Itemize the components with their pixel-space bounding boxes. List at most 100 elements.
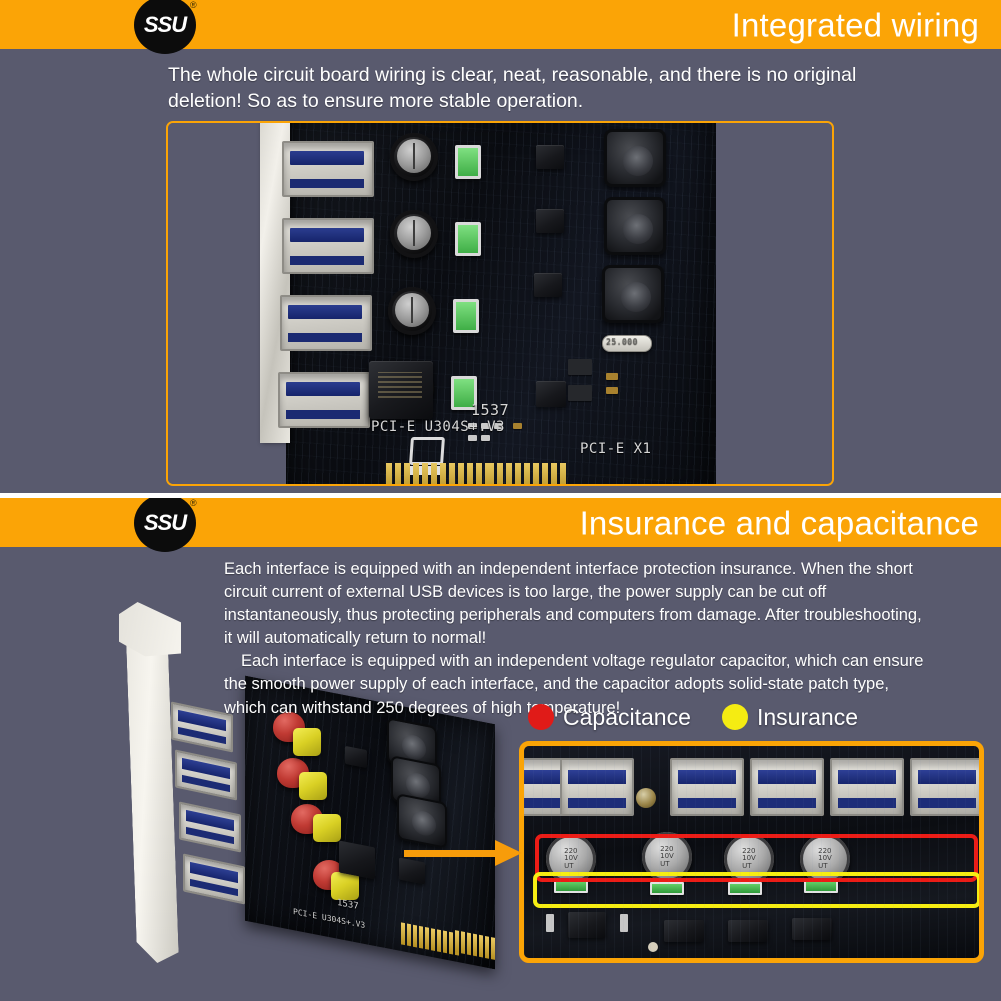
resettable-fuse <box>455 222 481 256</box>
smd-component <box>620 914 628 932</box>
small-ic <box>533 142 567 172</box>
usb-host-controller-ic <box>369 361 433 419</box>
protection-fuse <box>299 772 327 800</box>
protection-fuse <box>728 882 762 895</box>
usb-port <box>910 758 979 816</box>
integrated-wiring-description: The whole circuit board wiring is clear,… <box>168 64 857 113</box>
registered-trademark-icon: ® <box>190 0 197 10</box>
smd-component <box>513 423 522 429</box>
board-model-silkscreen: PCI-E U304S+.V3 <box>371 419 505 435</box>
smd-component <box>606 373 618 380</box>
registered-trademark-icon: ® <box>190 498 197 508</box>
logo-wordmark: SSU <box>143 509 187 535</box>
smd-component <box>468 435 477 441</box>
protection-fuse <box>554 880 588 893</box>
protection-fuse <box>804 880 838 893</box>
smd-component <box>606 387 618 394</box>
pcb-top-view-illustration: 25.000 <box>168 123 832 484</box>
section-title-integrated-wiring: Integrated wiring <box>731 6 979 43</box>
smd-component <box>481 423 490 429</box>
logo-ellipse-icon <box>134 0 196 54</box>
insurance-capacitance-description: Each interface is equipped with an indep… <box>224 558 924 720</box>
small-ic <box>531 270 565 300</box>
io-bracket <box>125 606 179 967</box>
protection-fuse <box>650 882 684 895</box>
usb-port <box>670 758 744 816</box>
legend-item-capacitance: Capacitance <box>528 704 691 730</box>
electrolytic-capacitor <box>388 287 436 335</box>
section-banner-integrated-wiring: SSU ® Integrated wiring <box>0 0 1001 54</box>
usb-port <box>524 758 584 816</box>
angled-card-photo: 1537 PCI-E U304S+.V3 Angled view of the … <box>115 608 505 978</box>
insurance-highlight-box <box>533 872 979 908</box>
legend-item-insurance: Insurance <box>722 704 858 730</box>
logo-wordmark: SSU <box>143 11 187 37</box>
small-ic <box>533 206 567 236</box>
integrated-wiring-photo: 25.000 <box>166 121 834 486</box>
small-ic <box>664 920 704 942</box>
board-batch-code: 1537 <box>471 401 510 419</box>
section-banner-insurance-and-capacitance: SSU ® Insurance and capacitance <box>0 498 1001 552</box>
pcie-edge-connector <box>488 463 566 484</box>
red-dot-icon <box>528 704 554 730</box>
power-inductor <box>602 265 664 323</box>
protection-fuse <box>313 814 341 842</box>
usb-port <box>282 141 374 197</box>
power-inductor <box>604 197 666 255</box>
yellow-dot-icon <box>722 704 748 730</box>
usb-port <box>183 853 245 905</box>
smd-component <box>481 435 490 441</box>
mounting-screw <box>636 788 656 808</box>
usb-port <box>830 758 904 816</box>
smd-component <box>568 385 592 401</box>
pointer-arrow-icon <box>404 840 522 866</box>
resettable-fuse <box>451 376 477 410</box>
usb-host-controller-ic <box>339 840 375 880</box>
usb-port <box>280 295 372 351</box>
legend-label-insurance: Insurance <box>757 703 859 730</box>
resettable-fuse <box>453 299 479 333</box>
small-ic <box>792 918 832 940</box>
smd-component <box>648 942 658 952</box>
pcie-edge-connector <box>386 463 491 484</box>
logo-ellipse-icon <box>134 498 196 552</box>
capacitance-highlight-box <box>535 834 978 882</box>
insurance-paragraph-1: Each interface is equipped with an indep… <box>224 560 922 648</box>
smd-component <box>468 423 477 429</box>
smd-component <box>568 359 592 375</box>
section-integrated-wiring: SSU ® Integrated wiring The whole circui… <box>0 0 1001 493</box>
legend-label-capacitance: Capacitance <box>563 703 691 730</box>
crystal-marking: 25.000 <box>606 337 638 346</box>
ssu-logo: SSU ® <box>134 0 206 54</box>
usb-port <box>278 372 370 428</box>
usb-port <box>560 758 634 816</box>
usb-port <box>282 218 374 274</box>
usb-port <box>175 749 237 801</box>
pcie-slot-silkscreen: PCI-E X1 <box>580 441 652 457</box>
power-inductor <box>604 129 666 187</box>
protection-fuse <box>293 728 321 756</box>
electrolytic-capacitor <box>390 133 438 181</box>
smd-component <box>546 914 554 932</box>
small-ic <box>728 920 768 942</box>
resettable-fuse <box>455 145 481 179</box>
arrow-head <box>495 840 522 866</box>
protection-fuse <box>331 872 359 900</box>
smd-component <box>494 423 503 429</box>
electrolytic-capacitor <box>390 210 438 258</box>
ssu-logo: SSU ® <box>134 498 206 552</box>
arrow-shaft <box>404 850 496 857</box>
usb-port <box>179 801 241 853</box>
section-title-insurance-and-capacitance: Insurance and capacitance <box>579 504 979 541</box>
usb-port <box>750 758 824 816</box>
